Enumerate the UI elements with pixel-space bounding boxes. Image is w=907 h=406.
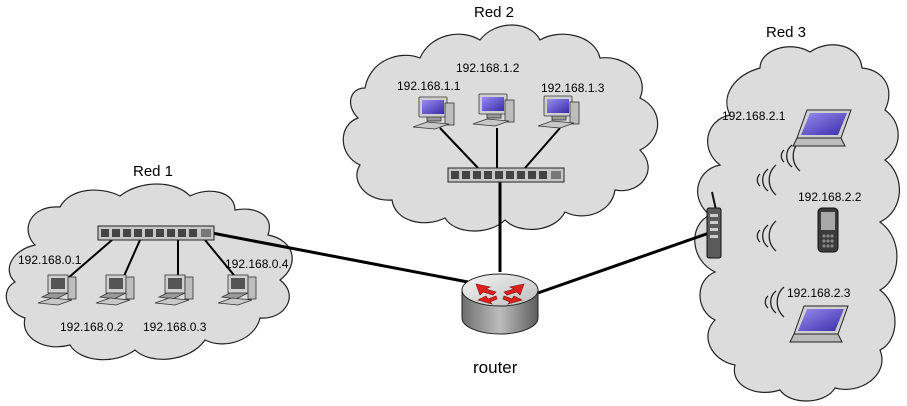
pda-icon <box>817 207 839 253</box>
cloud-red-1 <box>5 183 293 361</box>
switch-red-1 <box>97 225 215 241</box>
host-ip-red3-2: 192.168.2.2 <box>798 190 862 204</box>
access-point-icon <box>706 191 722 259</box>
link-red1-router <box>211 231 469 284</box>
drop-red2-1 <box>439 127 479 169</box>
switch-red-2 <box>447 167 565 183</box>
host-ip-red1-2: 192.168.0.2 <box>60 320 124 334</box>
host-ip-red3-1: 192.168.2.1 <box>722 109 786 123</box>
link-red3-router <box>534 230 713 296</box>
cloud-red-2 <box>342 24 659 232</box>
router-icon <box>461 273 539 335</box>
host-ip-red1-4: 192.168.0.4 <box>225 257 289 271</box>
network-title-red-2: Red 2 <box>474 4 514 21</box>
host-ip-red2-1: 192.168.1.1 <box>397 79 461 93</box>
host-ip-red2-3: 192.168.1.3 <box>541 81 605 95</box>
cloud-red-3 <box>694 44 900 402</box>
host-ip-red1-1: 192.168.0.1 <box>18 253 82 267</box>
network-title-red-3: Red 3 <box>766 24 806 41</box>
router-label: router <box>473 358 518 377</box>
drop-red1-4 <box>204 239 239 281</box>
host-ip-red3-3: 192.168.2.3 <box>787 286 851 300</box>
drop-red2-3 <box>524 127 561 169</box>
host-ip-red2-2: 192.168.1.2 <box>456 61 520 75</box>
host-ip-red1-3: 192.168.0.3 <box>143 320 207 334</box>
network-title-red-1: Red 1 <box>133 163 173 180</box>
